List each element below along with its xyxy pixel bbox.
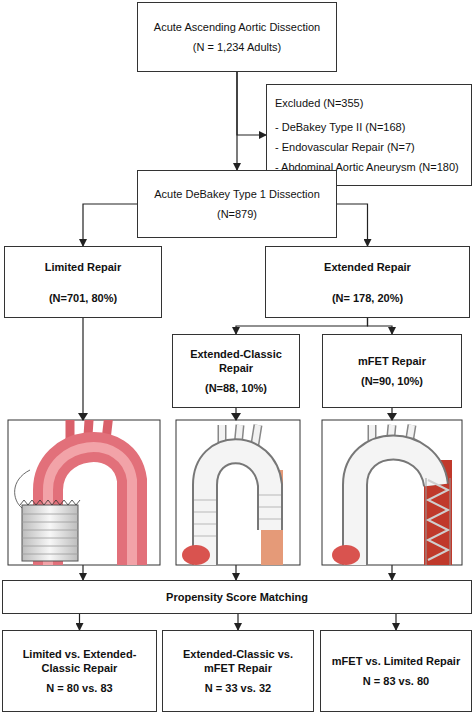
node-text: Propensity Score Matching [166, 590, 308, 604]
node-text: Extended-Classic Repair [181, 347, 291, 375]
node-text: N = 80 vs. 83 [46, 681, 112, 695]
node-text: (N = 1,234 Adults) [193, 40, 281, 54]
node-text: (N= 178, 20%) [332, 291, 403, 305]
flow-arrow [237, 614, 238, 630]
process-box: Limited Repair (N=701, 80%) [4, 246, 162, 318]
process-box: Propensity Score Matching [2, 580, 472, 614]
node-text: Limited Repair [45, 260, 121, 274]
flow-arrow [391, 408, 392, 580]
node-text: (N=88, 10%) [205, 381, 267, 395]
result-box: Extended-Classic vs. mFET Repair N = 33 v… [162, 630, 314, 712]
flow-arrow [82, 318, 83, 580]
node-text: N = 83 vs. 80 [363, 674, 429, 688]
result-box: Limited vs. Extended-Classic Repair N = 8… [2, 630, 157, 712]
start-box: Acute Ascending Aortic Dissection (N = 1,… [137, 2, 337, 72]
flow-arrow [83, 204, 137, 246]
node-text: Excluded (N=355) [275, 96, 363, 111]
limited-repair-illustration [8, 405, 160, 565]
process-box: mFET Repair (N=90, 10%) [322, 334, 462, 408]
node-text: (N=90, 10%) [361, 374, 423, 388]
node-text: Extended-Classic vs. mFET Repair [171, 647, 305, 675]
node-text: (N=701, 80%) [49, 291, 117, 305]
node-text: - Endovascular Repair (N=7) [275, 140, 415, 155]
extended-classic-illustration [176, 413, 300, 565]
node-text: mFET vs. Limited Repair [332, 654, 460, 668]
mfet-illustration [322, 413, 462, 565]
node-text: - DeBakey Type II (N=168) [275, 120, 405, 135]
node-text: Extended Repair [324, 260, 411, 274]
flow-arrow [395, 614, 396, 630]
process-box: Extended-Classic Repair (N=88, 10%) [172, 334, 300, 408]
flow-arrow [337, 204, 368, 246]
result-box: mFET vs. Limited Repair N = 83 vs. 80 [320, 630, 472, 712]
flow-arrow [368, 318, 393, 334]
node-text: N = 33 vs. 32 [205, 681, 271, 695]
process-box: Extended Repair (N= 178, 20%) [265, 246, 470, 318]
node-text: Acute DeBakey Type 1 Dissection [154, 187, 320, 201]
process-box: Acute DeBakey Type 1 Dissection (N=879) [137, 170, 337, 238]
node-text: Acute Ascending Aortic Dissection [154, 20, 320, 34]
flow-arrow [235, 408, 236, 580]
flow-arrow [237, 72, 266, 135]
node-text: mFET Repair [358, 354, 426, 368]
flow-arrow [236, 318, 368, 334]
flow-arrow [79, 614, 80, 630]
node-text: Limited vs. Extended-Classic Repair [11, 647, 148, 675]
node-text: (N=879) [217, 207, 257, 221]
